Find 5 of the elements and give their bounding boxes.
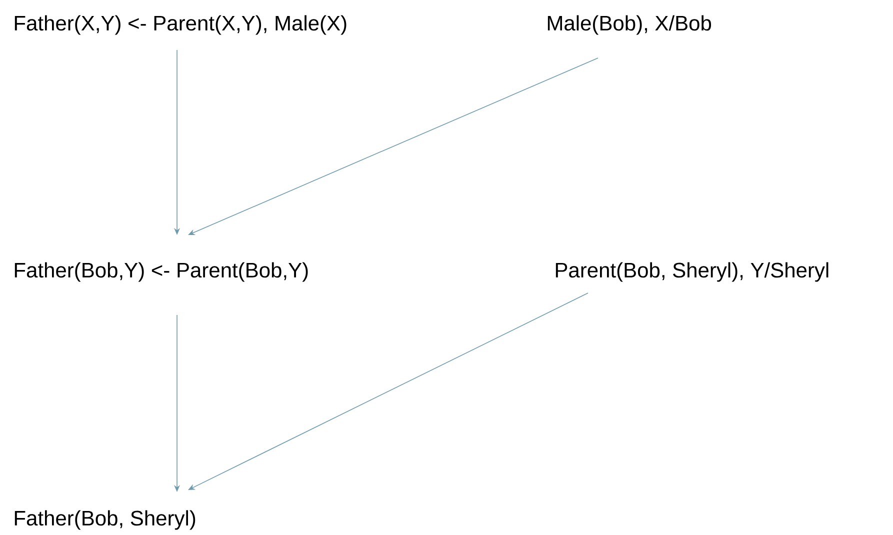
formula-text: Male(Bob), X/Bob xyxy=(548,15,712,35)
formula-text: Parent(Bob, Sheryl), Y/Sheryl xyxy=(556,262,828,282)
formula-text: Father(X,Y) <- Parent(X,Y), Male(X) xyxy=(14,15,346,35)
formula-text: Father(Bob,Y) <- Parent(Bob,Y) xyxy=(14,262,308,282)
formula-text: Father(Bob, Sheryl) xyxy=(14,510,196,530)
